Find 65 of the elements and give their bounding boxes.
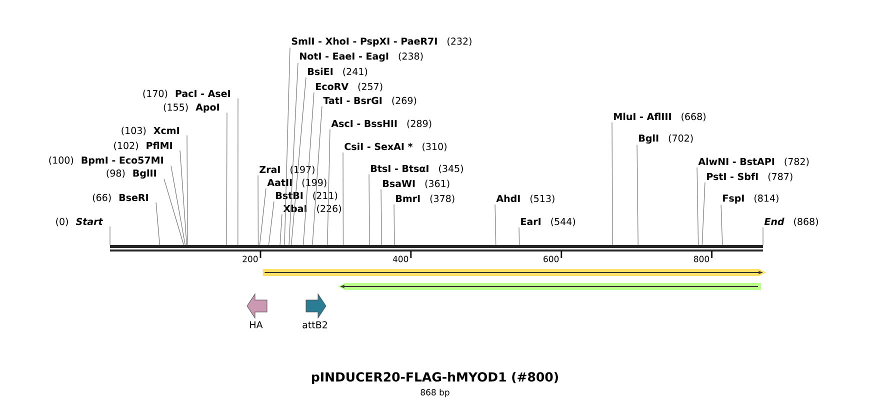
enzyme-label: (100) BpmI - Eco57MI <box>49 156 163 166</box>
tick-label: 200 <box>242 256 258 262</box>
enzyme-label: (102) PflMI <box>114 142 172 150</box>
plasmid-length: 868 bp <box>420 388 450 398</box>
enzyme-label: BtsI - BtsαI (345) <box>371 164 463 174</box>
enzyme-label: EcoRV (257) <box>316 82 382 92</box>
leader-line <box>612 122 613 246</box>
leader-line <box>291 77 306 246</box>
enzyme-label: BsiEI (241) <box>308 68 368 76</box>
enzyme-label: AlwNI - BstAPI (782) <box>698 158 809 166</box>
enzyme-label: AscI - BssHII (289) <box>331 120 432 128</box>
node-label: HA <box>250 321 263 328</box>
enzyme-label: (103) XcmI <box>122 126 179 136</box>
leader-line <box>380 189 382 246</box>
enzyme-label: ZraI (197) <box>260 166 314 174</box>
leader-line <box>170 165 186 246</box>
leader-line <box>702 182 706 246</box>
leader-line <box>762 227 764 246</box>
enzyme-label: FspI (814) <box>723 194 778 204</box>
enzyme-label: BmrI (378) <box>396 194 454 204</box>
leader-line <box>518 227 520 246</box>
enzyme-label: BsaWI (361) <box>383 180 450 188</box>
leader-line <box>494 204 496 246</box>
leader-line <box>284 48 290 246</box>
tick-label: 800 <box>694 256 710 262</box>
leader-line <box>342 152 344 246</box>
leader-line <box>288 62 298 246</box>
leader-line <box>180 150 187 246</box>
leader-line <box>636 144 638 246</box>
leader-line <box>226 112 228 246</box>
leader-line <box>327 129 330 246</box>
enzyme-label: (0) Start <box>56 218 104 226</box>
enzyme-label: XbaI (226) <box>283 204 341 214</box>
enzyme-label: SmlI - XhoI - PspXI - PaeR7I (232) <box>292 37 472 47</box>
leader-line <box>268 201 274 246</box>
leader-line <box>156 202 160 246</box>
enzyme-label: (66) BseRI <box>92 194 148 202</box>
leader-line <box>186 135 188 246</box>
plasmid-title: pINDUCER20-FLAG-hMYOD1 (#800) <box>312 372 558 384</box>
enzyme-label: EarI (544) <box>521 218 576 226</box>
enzyme-label: TatI - BsrGI (269) <box>323 96 416 106</box>
leader-line <box>696 167 699 246</box>
leader-line <box>368 174 370 246</box>
enzyme-label: BstBI (211) <box>276 192 338 200</box>
enzyme-label: (170) PacI - AseI <box>143 90 230 98</box>
leader-line <box>720 204 723 246</box>
leader-line <box>259 188 266 246</box>
enzyme-label: (155) ApoI <box>164 103 219 113</box>
leader-line <box>312 106 322 246</box>
enzyme-label: BglI (702) <box>639 134 693 144</box>
enzyme-label: AatII (199) <box>267 178 326 188</box>
leader-line <box>280 214 282 246</box>
node-label: attB2 <box>302 321 327 328</box>
enzyme-label: MluI - AflIII (668) <box>614 112 706 122</box>
enzyme-label: NotI - EaeI - EagI (238) <box>300 52 423 62</box>
enzyme-label: End (868) <box>764 218 818 226</box>
enzyme-label: AhdI (513) <box>496 194 554 204</box>
leader-line <box>303 92 314 246</box>
enzyme-label: (98) BglII <box>106 169 156 179</box>
leader-line <box>394 204 395 246</box>
leader-line <box>164 178 184 246</box>
enzyme-label: CsiI - SexAI * (310) <box>344 142 446 152</box>
tick-label: 400 <box>392 256 408 262</box>
tick-label: 600 <box>544 256 559 262</box>
enzyme-label: PstI - SbfI (787) <box>707 172 792 182</box>
